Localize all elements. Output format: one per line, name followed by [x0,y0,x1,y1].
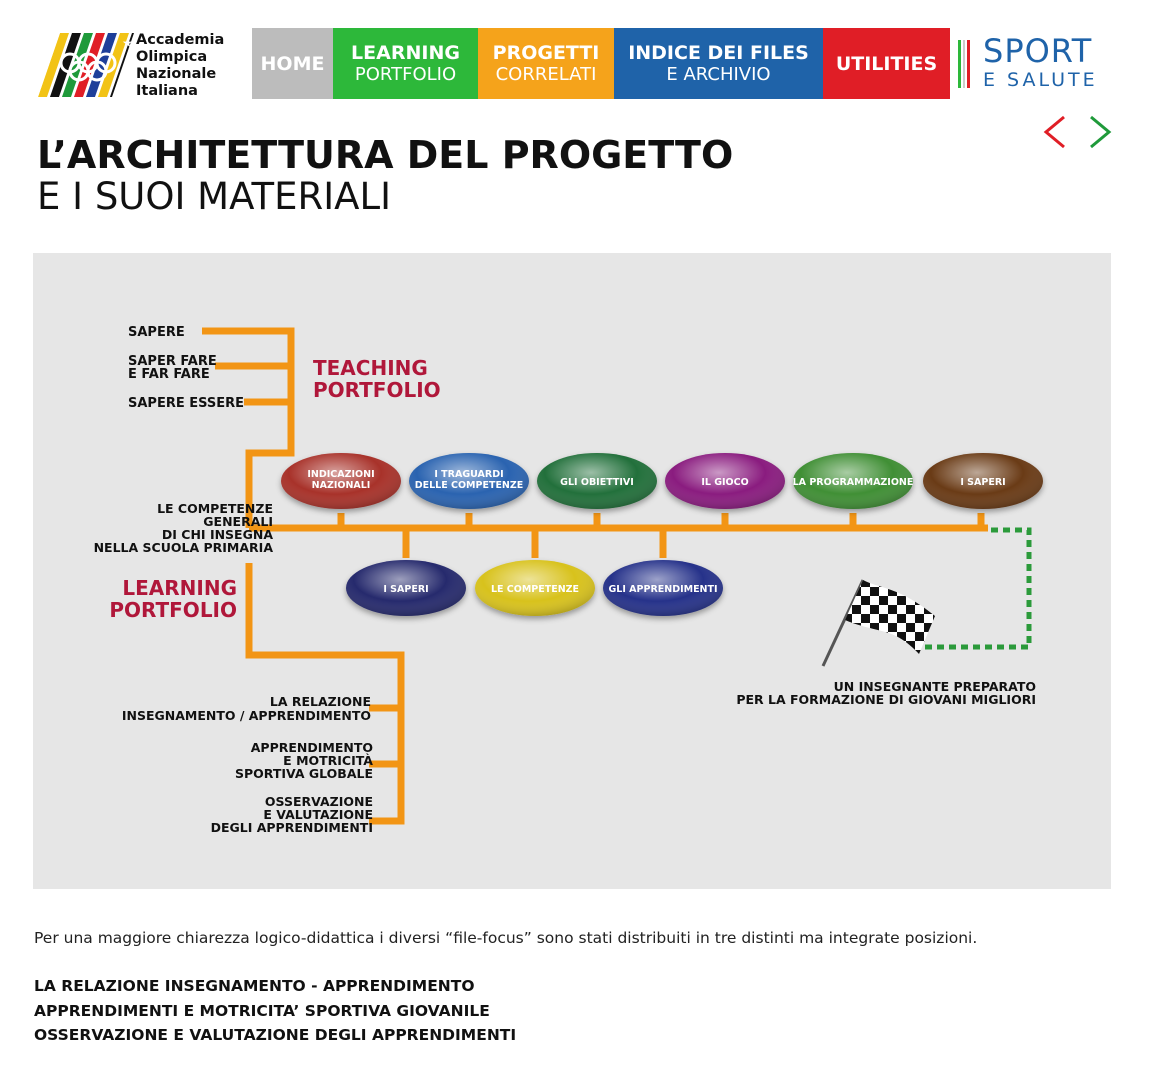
oval-label: INDICAZIONI [307,469,374,480]
nav-learning-portfolio[interactable]: LEARNING PORTFOLIO [333,28,478,99]
oval-i-saperi-top[interactable]: I SAPERI [923,453,1043,509]
architecture-diagram: SAPERE SAPER FARE E FAR FARE SAPERE ESSE… [33,253,1111,889]
oval-label: GLI OBIETTIVI [560,477,634,488]
nav-progetti-label: PROGETTI [492,42,600,64]
nav-indice-sublabel: E ARCHIVIO [666,64,771,85]
teaching-item-far-fare: E FAR FARE [128,367,210,382]
intro-paragraph: Per una maggiore chiarezza logico-didatt… [34,929,978,947]
center-label: GENERALI [203,514,273,529]
focus-line: APPRENDIMENTI E MOTRICITA’ SPORTIVA GIOV… [34,1002,490,1020]
page-arrows [1040,114,1116,150]
learning-item-osservazione: OSSERVAZIONE [265,794,373,809]
learning-item-motricita: SPORTIVA GLOBALE [235,766,373,781]
teaching-portfolio-label: TEACHING [313,356,428,380]
center-label: NELLA SCUOLA PRIMARIA [94,540,274,555]
learning-item-osservazione: DEGLI APPRENDIMENTI [211,820,373,835]
learning-item-motricita: E MOTRICITÀ [283,753,373,768]
learning-item-osservazione: E VALUTAZIONE [263,807,373,822]
teaching-item-sapere: SAPERE [128,325,185,340]
oval-label: GLI APPRENDIMENTI [608,584,717,595]
oval-label: I TRAGUARDI [434,469,503,480]
academy-name: Accademia Olimpica Nazionale Italiana [136,32,224,100]
focus-line: OSSERVAZIONE E VALUTAZIONE DEGLI APPREND… [34,1026,517,1044]
goal-label: PER LA FORMAZIONE DI GIOVANI MIGLIORI [736,692,1036,707]
nav-learning-label: LEARNING [351,42,460,64]
finish-path [925,527,1032,650]
branch-lines [202,327,988,825]
oval-label: LE COMPETENZE [491,584,579,595]
academy-logo-icon[interactable]: ★ [38,33,134,97]
teaching-item-saper-fare: SAPER FARE [128,354,217,369]
oval-label: DELLE COMPETENZE [415,480,524,491]
oval-traguardi-competenze[interactable]: I TRAGUARDI DELLE COMPETENZE [409,453,529,509]
partner-logo-sport[interactable]: SPORT [983,32,1093,70]
nav-home-label: HOME [260,52,325,75]
academy-name-line: Italiana [136,83,198,99]
center-label: LE COMPETENZE [157,501,273,516]
italian-flag-icon [958,40,970,88]
oval-label: IL GIOCO [701,477,748,488]
teaching-portfolio-label: PORTFOLIO [313,378,441,402]
chevron-left-icon[interactable] [1040,114,1074,150]
center-label: DI CHI INSEGNA [162,527,273,542]
academy-name-line: Olimpica [136,49,208,65]
oval-label: LA PROGRAMMAZIONE [793,477,914,488]
oval-le-competenze[interactable]: LE COMPETENZE [475,560,595,616]
academy-name-line: Nazionale [136,66,217,82]
oval-la-programmazione[interactable]: LA PROGRAMMAZIONE [793,453,914,509]
nav-progetti-sublabel: CORRELATI [495,64,597,85]
partner-logo-salute[interactable]: E SALUTE [983,69,1098,91]
learning-item-motricita: APPRENDIMENTO [251,740,373,755]
oval-il-gioco[interactable]: IL GIOCO [665,453,785,509]
oval-gli-apprendimenti[interactable]: GLI APPRENDIMENTI [603,560,723,616]
teaching-item-sapere-essere: SAPERE ESSERE [128,396,244,411]
nav-learning-sublabel: PORTFOLIO [354,64,457,85]
nav-utilities-label: UTILITIES [835,52,938,75]
page-title: L’ARCHITETTURA DEL PROGETTO [37,133,734,177]
focus-line: LA RELAZIONE INSEGNAMENTO - APPRENDIMENT… [34,977,475,995]
learning-portfolio-label: LEARNING [122,576,237,600]
learning-item-relazione: LA RELAZIONE [270,694,371,709]
page-subtitle: E I SUOI MATERIALI [37,175,391,218]
oval-gli-obiettivi[interactable]: GLI OBIETTIVI [537,453,657,509]
oval-label: I SAPERI [960,477,1005,488]
oval-label: NAZIONALI [312,480,371,491]
learning-item-relazione: INSEGNAMENTO / APPRENDIMENTO [122,708,371,723]
goal-label: UN INSEGNANTE PREPARATO [834,679,1036,694]
nav-home[interactable]: HOME [252,28,333,99]
learning-portfolio-label: PORTFOLIO [109,598,237,622]
nav-progetti-correlati[interactable]: PROGETTI CORRELATI [478,28,614,99]
oval-label: I SAPERI [383,584,428,595]
svg-text:★: ★ [122,36,133,50]
nav-indice-files[interactable]: INDICE DEI FILES E ARCHIVIO [614,28,823,99]
oval-i-saperi-bottom[interactable]: I SAPERI [346,560,466,616]
nav-utilities[interactable]: UTILITIES [823,28,950,99]
nav-indice-label: INDICE DEI FILES [628,42,809,64]
oval-indicazioni-nazionali[interactable]: INDICAZIONI NAZIONALI [281,453,401,509]
chevron-right-icon[interactable] [1080,114,1116,150]
academy-name-line: Accademia [136,32,225,48]
